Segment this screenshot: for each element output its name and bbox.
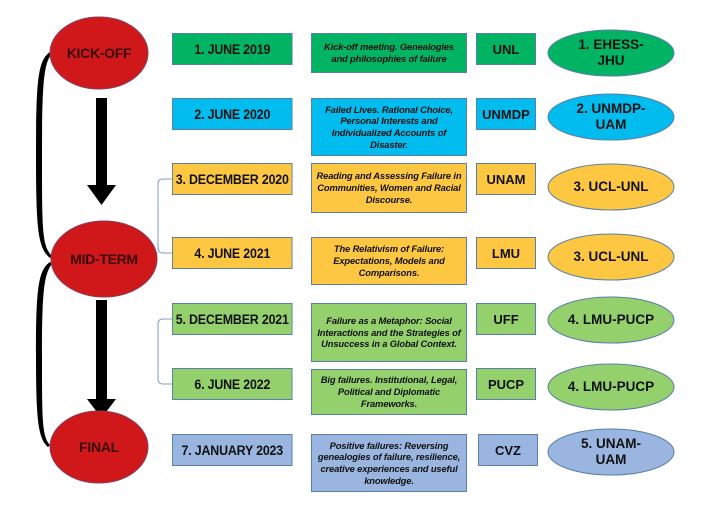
meeting-description: Kick-off meeting. Genealogies and philos…: [311, 33, 467, 73]
meeting-date: 6. JUNE 2022: [194, 376, 271, 392]
meeting-host: UNAM: [476, 163, 536, 195]
partner-label: 3. UCL-UNL: [573, 248, 649, 264]
meeting-date-box: 7. JANUARY 2023: [172, 434, 293, 466]
meeting-description: The Relativism of Failure: Expectations,…: [311, 237, 467, 285]
partner-oval: [547, 363, 675, 411]
meeting-host: LMU: [476, 237, 536, 269]
meeting-date: 5. DECEMBER 2021: [175, 311, 289, 327]
meeting-description: Failure as a Metaphor: Social Interactio…: [311, 303, 467, 362]
meeting-description: Positive failures: Reversing genealogies…: [311, 434, 467, 492]
partner-label: 5. UNAM-UAM: [581, 435, 641, 467]
bracket-midterm-final: [36, 262, 52, 447]
meeting-date-box: 2. JUNE 2020: [172, 98, 293, 130]
meeting-host: UNL: [476, 33, 536, 65]
meeting-date-box: 6. JUNE 2022: [172, 368, 293, 400]
partner-label: 2. UNMDP-UAM: [576, 100, 646, 132]
meeting-host: UFF: [476, 303, 536, 335]
phase-oval-kickoff: [49, 16, 149, 90]
meeting-date: 2. JUNE 2020: [194, 106, 271, 122]
meeting-description: Reading and Assessing Failure in Communi…: [311, 163, 467, 213]
connector-midterm-meetings-3-4: [156, 178, 172, 254]
arrow-midterm-to-final: [87, 300, 116, 418]
meeting-host: PUCP: [476, 368, 536, 400]
phase-label-final: FINAL: [79, 439, 119, 455]
partner-label: 3. UCL-UNL: [573, 178, 649, 194]
connector-midterm-meetings-5-6: [157, 318, 172, 385]
meeting-host: CVZ: [478, 434, 538, 466]
meeting-host: UNMDP: [476, 98, 536, 130]
phase-label-midterm: MID-TERM: [70, 251, 138, 267]
partner-oval: [547, 29, 675, 77]
meeting-date: 7. JANUARY 2023: [181, 442, 284, 458]
meeting-date-box: 1. JUNE 2019: [172, 33, 293, 65]
partner-oval: [547, 163, 675, 211]
bracket-kickoff-midterm: [36, 52, 52, 258]
meeting-date: 1. JUNE 2019: [194, 41, 271, 57]
partner-oval: [547, 233, 675, 281]
partner-oval: [547, 93, 675, 141]
partner-label: 1. EHESS-JHU: [578, 36, 644, 68]
partner-oval: [547, 428, 675, 476]
phase-label-kickoff: KICK-OFF: [66, 45, 132, 61]
meeting-date: 4. JUNE 2021: [194, 245, 271, 261]
meeting-description: Failed Lives. Rational Choice, Personal …: [311, 98, 467, 156]
meeting-date-box: 5. DECEMBER 2021: [172, 303, 293, 335]
meeting-description: Big failures. Institutional, Legal, Poli…: [311, 369, 467, 415]
meeting-date: 3. DECEMBER 2020: [175, 171, 289, 187]
arrow-kickoff-to-midterm: [87, 98, 116, 205]
partner-label: 4. LMU-PUCP: [567, 311, 655, 327]
phase-oval-midterm: [50, 220, 158, 298]
meeting-date-box: 4. JUNE 2021: [172, 237, 293, 269]
phase-oval-final: [49, 410, 149, 484]
partner-oval: [547, 296, 675, 344]
meeting-date-box: 3. DECEMBER 2020: [172, 163, 293, 195]
partner-label: 4. LMU-PUCP: [567, 378, 655, 394]
